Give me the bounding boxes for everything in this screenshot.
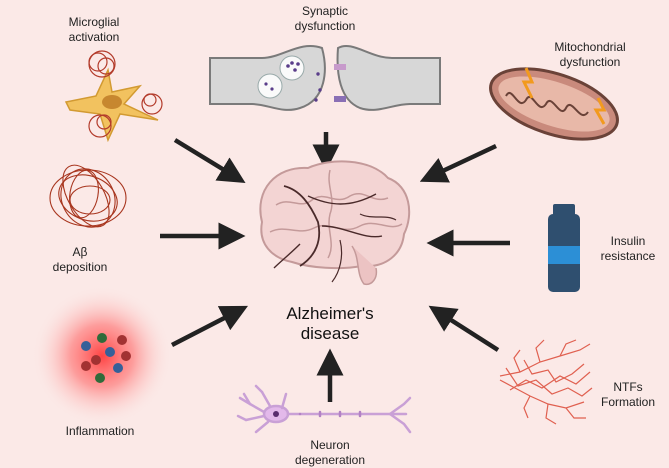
inflammation-cells-icon: [32, 286, 172, 426]
label-synaptic: Synaptic dysfunction: [294, 4, 356, 33]
tangle-icon: [499, 339, 593, 425]
label-inflammation: Inflammation: [65, 424, 135, 438]
label-mitochondrial: Mitochondrial dysfunction: [554, 40, 626, 69]
neuron-icon: [236, 384, 412, 434]
label-ntf: NTFs Formation: [600, 380, 656, 409]
label-neuron: Neuron degeneration: [294, 438, 366, 467]
insulin-vial-icon: [548, 204, 580, 292]
arrow-microglia: [173, 138, 246, 184]
amyloid-plaque-icon: [49, 164, 127, 228]
label-insulin: Insulin resistance: [600, 234, 656, 263]
arrow-ntf: [428, 305, 500, 352]
synapse-icon: [209, 45, 441, 111]
label-microglial: Microglial activation: [68, 15, 120, 44]
arrow-inflammation: [170, 305, 248, 347]
mitochondrion-icon: [489, 67, 619, 141]
arrows: [160, 132, 510, 402]
label-abeta: Aβ deposition: [52, 245, 108, 274]
center-label: Alzheimer's disease: [286, 304, 374, 343]
microglia-icon: [64, 50, 163, 143]
brain-icon: [259, 160, 411, 286]
arrow-mito: [419, 143, 497, 183]
